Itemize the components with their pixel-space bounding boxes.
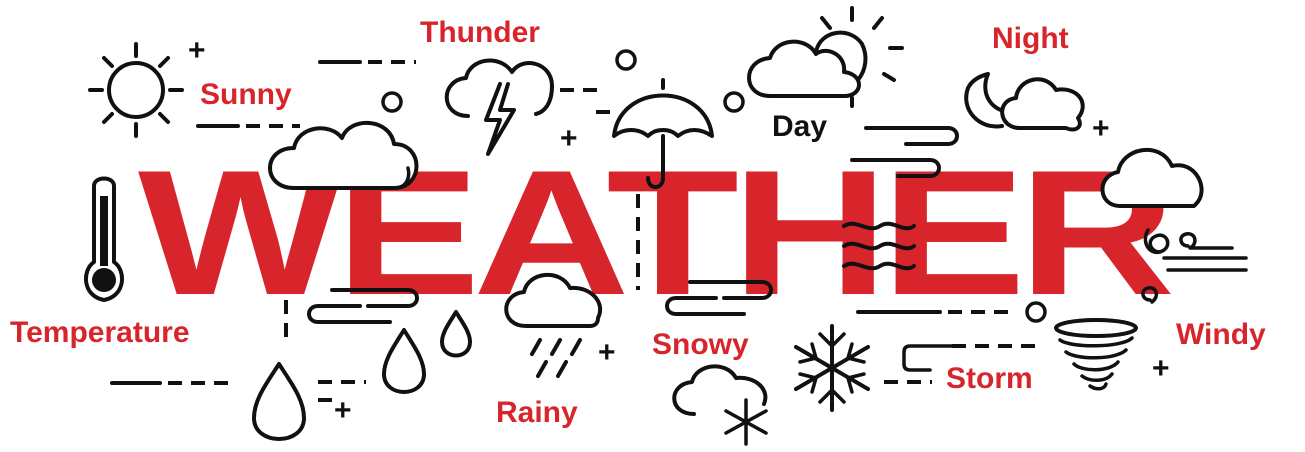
fog-lines-icon — [850, 126, 959, 178]
thunder-cloud-icon — [444, 58, 554, 156]
raindrop-icon — [440, 310, 472, 358]
label-storm: Storm — [946, 362, 1033, 395]
plus-sign: + — [334, 394, 352, 427]
umbrella-icon — [612, 78, 714, 189]
snow-cloud-icon — [672, 364, 768, 446]
small-circle — [1025, 301, 1047, 323]
fog-lines-icon — [307, 288, 419, 324]
fog-lines-icon — [665, 280, 773, 316]
cloud-icon — [1100, 147, 1204, 208]
label-rainy: Rainy — [496, 396, 578, 429]
rain-cloud-icon — [504, 272, 602, 378]
label-day: Day — [772, 110, 827, 143]
label-snowy: Snowy — [652, 328, 749, 361]
label-night: Night — [992, 22, 1069, 55]
plus-sign: + — [598, 336, 616, 369]
snowflake-icon — [724, 398, 768, 446]
small-circle — [723, 91, 745, 113]
sun-icon — [88, 42, 184, 138]
snowflake-icon — [794, 324, 870, 412]
thermometer-icon — [84, 176, 124, 302]
plus-sign: + — [188, 34, 206, 67]
wind-swirl-icon — [1141, 228, 1248, 304]
raindrop-icon — [382, 328, 426, 394]
cloud-icon — [268, 121, 419, 190]
plus-sign: + — [1092, 112, 1110, 145]
sun-behind-cloud-icon — [747, 6, 904, 108]
label-sunny: Sunny — [200, 78, 292, 111]
small-circle — [381, 91, 403, 113]
label-windy: Windy — [1176, 318, 1266, 351]
wavy-lines-icon — [842, 221, 916, 271]
tornado-icon — [1054, 318, 1138, 391]
label-temperature: Temperature — [10, 316, 190, 349]
moon-cloud-icon — [964, 72, 1085, 132]
label-thunder: Thunder — [420, 16, 540, 49]
small-circle — [615, 49, 637, 71]
plus-sign: + — [560, 122, 578, 155]
raindrop-icon — [252, 362, 306, 441]
plus-sign: + — [1152, 352, 1170, 385]
